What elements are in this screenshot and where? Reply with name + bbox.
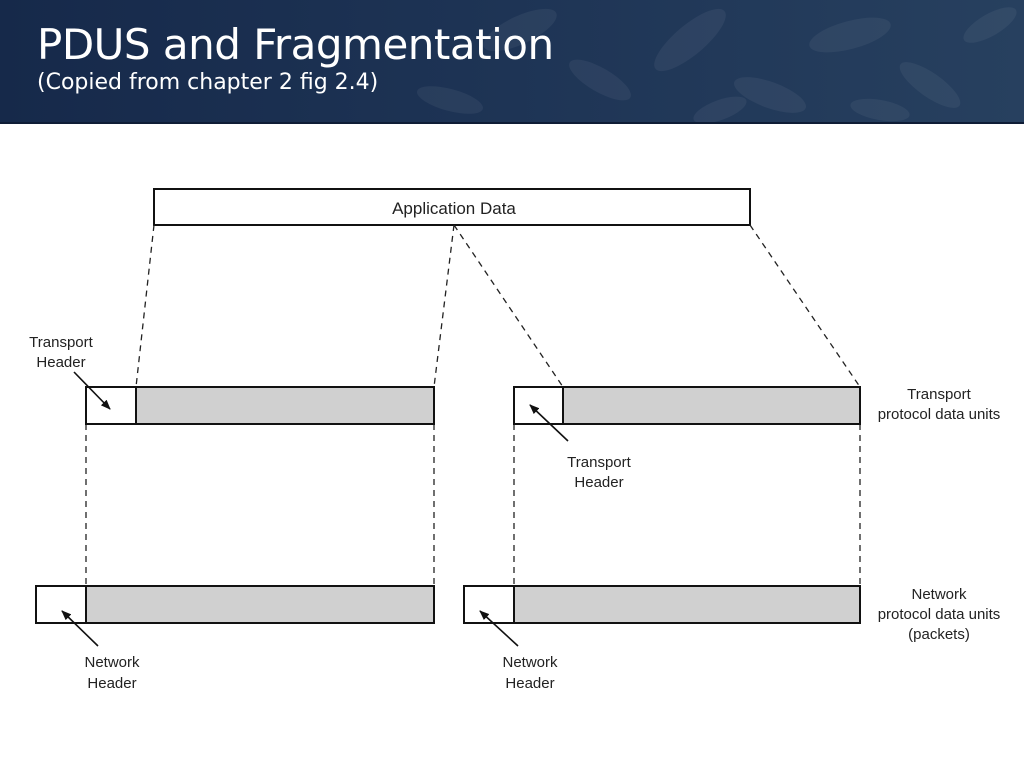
- network-pdu-left: [35, 585, 435, 624]
- arrow-icon: [61, 610, 99, 647]
- transport-header-label-right-line2: Header: [574, 474, 623, 491]
- transport-header-box: [513, 386, 564, 425]
- network-pdu-label-line2: protocol data units: [878, 606, 1001, 623]
- network-header-label-right-line2: Header: [505, 675, 554, 692]
- header-arrows: [61, 371, 569, 647]
- network-payload-box: [85, 585, 435, 624]
- network-pdu-right: [463, 585, 861, 624]
- network-pdu-label-line1: Network: [911, 586, 967, 603]
- transport-header-label-right-line1: Transport: [567, 454, 631, 471]
- slide-title: PDUS and Fragmentation: [37, 20, 554, 69]
- transport-payload-box: [562, 386, 861, 425]
- guide-line: [135, 224, 155, 388]
- transport-header-label-left-line1: Transport: [29, 334, 93, 351]
- guide-line: [433, 224, 455, 388]
- banner-divider: [0, 122, 1024, 124]
- guide-line: [749, 224, 861, 388]
- network-header-box: [463, 585, 515, 624]
- arrow-icon: [479, 610, 519, 647]
- application-data-block: [153, 188, 751, 226]
- network-header-label-left-line1: Network: [84, 654, 140, 671]
- transport-header-label-left-line2: Header: [36, 354, 85, 371]
- network-header-label-right-line1: Network: [502, 654, 558, 671]
- transport-pdu-left: [85, 386, 435, 425]
- arrow-icon: [529, 404, 569, 442]
- title-banner: PDUS and Fragmentation (Copied from chap…: [0, 0, 1024, 122]
- network-payload-box: [513, 585, 861, 624]
- transport-pdu-label-line1: Transport: [907, 386, 971, 403]
- transport-pdu-right: [513, 386, 861, 425]
- transport-payload-box: [135, 386, 435, 425]
- network-pdu-label-line3: (packets): [908, 626, 970, 643]
- arrow-icon: [73, 371, 111, 410]
- slide-subtitle: (Copied from chapter 2 fig 2.4): [37, 70, 379, 95]
- application-data-label: Application Data: [392, 199, 516, 218]
- network-header-box: [35, 585, 87, 624]
- banner-texture: [417, 7, 1017, 122]
- guide-line: [453, 224, 564, 388]
- network-header-label-left-line2: Header: [87, 675, 136, 692]
- transport-pdu-label-line2: protocol data units: [878, 406, 1001, 423]
- fragmentation-guides: [85, 224, 861, 586]
